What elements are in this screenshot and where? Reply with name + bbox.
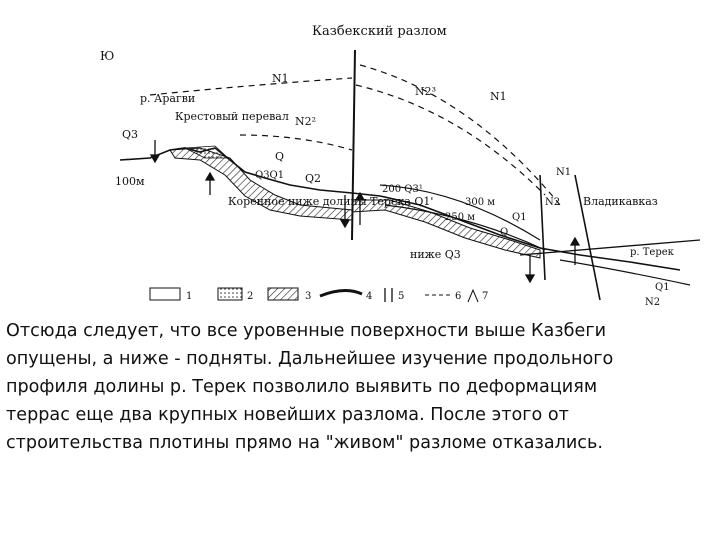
geologic-profile-figure: Казбекский разлом Ю р. Арагви Крестовый …: [100, 24, 701, 308]
n1-right-surface-line: [359, 64, 561, 206]
label-aragvi: р. Арагви: [140, 92, 195, 105]
body-paragraph: Отсюда следует, что все уровенные поверх…: [6, 317, 714, 457]
bedrock-hatched-left: [169, 147, 353, 221]
legend-swatch-5: [384, 288, 393, 302]
label-n22: N2²: [295, 115, 316, 128]
label-fault: Казбекский разлом: [312, 24, 447, 39]
terrain-profile-right: [351, 192, 681, 271]
legend-swatch-7: [467, 288, 479, 303]
legend-label-5: 5: [398, 291, 404, 302]
n22-surface-line: [239, 134, 353, 151]
label-h250: 250 м: [445, 212, 475, 223]
legend-label-7: 7: [482, 291, 488, 302]
river-terek-line: [519, 239, 701, 256]
label-q-mid: Q: [275, 150, 284, 163]
n1-surface-line: [149, 77, 353, 96]
label-h200: 200 Q3¹: [382, 184, 423, 195]
label-q3q1: Q3Q1: [255, 170, 284, 181]
label-krestovy: Крестовый перевал: [175, 110, 289, 123]
label-n2-far: N2: [645, 297, 660, 308]
body-line-2: опущены, а ниже - подняты. Дальнейшее из…: [6, 349, 614, 369]
label-n1-top: N1: [272, 72, 289, 85]
label-vladikavkaz: Владикавказ: [583, 195, 658, 208]
q1-far-line: [559, 259, 691, 286]
dotted-fill-left: [183, 145, 230, 159]
label-q3-left: Q3: [122, 128, 138, 141]
legend-label-2: 2: [247, 291, 253, 302]
legend-label-3: 3: [305, 291, 311, 302]
label-q1-right: Q1: [512, 212, 527, 223]
label-q2-mid: Q2: [305, 172, 321, 185]
label-n23-top: N2³: [415, 85, 436, 98]
legend-swatch-4: [319, 289, 363, 298]
label-terek: р. Терек: [630, 247, 675, 258]
label-south: Ю: [100, 49, 114, 63]
vladikavkaz-fault-1: [539, 174, 546, 281]
body-line-4: террас еще два крупных новейших разлома.…: [6, 405, 569, 425]
terrace-line-300: [379, 184, 541, 241]
legend-label-4: 4: [366, 291, 372, 302]
label-100m: 100м: [115, 175, 145, 188]
n23-surface-line: [355, 84, 546, 196]
legend-swatch-1: [149, 287, 181, 301]
legend-swatch-2: [217, 287, 243, 301]
legend-swatch-3: [267, 287, 299, 301]
label-n1-right: N1: [490, 90, 507, 103]
terrace-line-250: [384, 204, 546, 251]
label-q1-far: Q1: [655, 282, 670, 293]
legend-label-6: 6: [455, 291, 461, 302]
body-line-5: строительства плотины прямо на "живом" р…: [6, 433, 603, 453]
legend-label-1: 1: [186, 291, 192, 302]
vladikavkaz-fault-2: [574, 174, 601, 301]
label-h300: 300 м: [465, 197, 495, 208]
legend: 1 2 3 4 5 6 7: [149, 287, 488, 303]
movement-arrows: [149, 140, 581, 284]
label-q-right: Q: [500, 227, 508, 238]
label-lower-q3: ниже Q3: [410, 248, 461, 261]
body-line-3: профиля долины р. Терек позволило выявит…: [6, 377, 598, 397]
label-n1-vlad: N1: [556, 167, 571, 178]
body-line-1: Отсюда следует, что все уровенные поверх…: [6, 321, 607, 341]
label-n2-vlad: N2: [545, 197, 560, 208]
label-bedrock-lower: Коренное ниже долины Терека Q1': [228, 195, 433, 208]
